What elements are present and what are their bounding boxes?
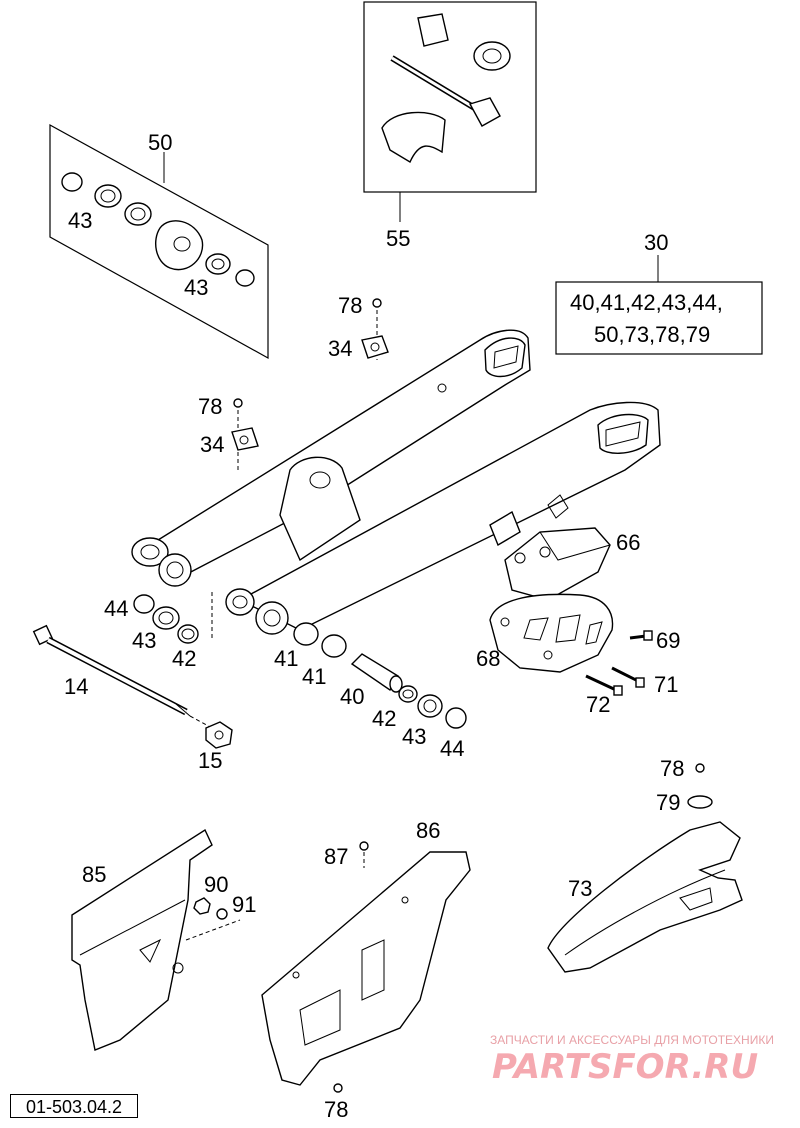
bolt-kit-parts xyxy=(381,13,511,164)
clamp-upper xyxy=(361,298,389,360)
screw-bottom xyxy=(333,1083,343,1093)
callout-43-kit-lower: 43 xyxy=(184,275,208,300)
callout-15: 15 xyxy=(198,748,222,773)
callout-72: 72 xyxy=(586,692,610,717)
chain-guard xyxy=(71,828,213,1051)
callout-14: 14 xyxy=(64,674,88,699)
screw-washer-73 xyxy=(687,763,713,809)
chain-slider xyxy=(547,821,743,973)
nut-washer-85 xyxy=(185,897,241,941)
callout-34-top: 34 xyxy=(328,336,352,361)
callout-87: 87 xyxy=(324,844,348,869)
axle-nut xyxy=(205,721,233,749)
watermark-brand: PARTSFOR.RU xyxy=(492,1047,758,1087)
callout-90: 90 xyxy=(204,872,228,897)
watermark-subtitle: ЗАПЧАСТИ И АКСЕССУАРЫ ДЛЯ МОТОТЕХНИКИ xyxy=(490,1033,774,1047)
callout-91: 91 xyxy=(232,892,256,917)
drawing-code: 01-503.04.2 xyxy=(10,1094,138,1118)
screw-87 xyxy=(359,841,369,868)
bolt-kit-box xyxy=(363,1,537,222)
callout-55: 55 xyxy=(386,226,410,251)
clamp-middle xyxy=(231,398,259,470)
swingarm-axle xyxy=(32,624,213,729)
watermark: ЗАПЧАСТИ И АКСЕССУАРЫ ДЛЯ МОТОТЕХНИКИ PA… xyxy=(490,1033,774,1087)
callout-68: 68 xyxy=(476,646,500,671)
needle-bearings xyxy=(293,622,347,658)
callout-34-mid: 34 xyxy=(200,432,224,457)
callout-44-left: 44 xyxy=(104,596,128,621)
bearing-kit-parts xyxy=(61,172,255,287)
chain-guide-plate xyxy=(489,593,614,673)
callout-41-b: 41 xyxy=(302,664,326,689)
callout-78-bottom: 78 xyxy=(324,1097,348,1122)
bearing-kit-panel xyxy=(49,123,269,360)
callout-69: 69 xyxy=(656,628,680,653)
callout-73: 73 xyxy=(568,876,592,901)
callout-78-right: 78 xyxy=(660,756,684,781)
callout-50: 50 xyxy=(148,130,172,155)
callout-41-a: 41 xyxy=(274,646,298,671)
callout-42-right: 42 xyxy=(372,706,396,731)
screws-71-72 xyxy=(585,666,645,696)
kit-30-list-line-2: 50,73,78,79 xyxy=(594,322,710,347)
kit-30 xyxy=(555,255,763,355)
callout-43-kit-upper: 43 xyxy=(68,208,92,233)
callout-78-top: 78 xyxy=(338,293,362,318)
callout-85: 85 xyxy=(82,862,106,887)
chain-guide-block xyxy=(504,527,611,601)
swingarm xyxy=(131,329,661,635)
bolt-69 xyxy=(629,630,653,641)
callout-43-left: 43 xyxy=(132,628,156,653)
right-bearing-stack xyxy=(350,653,467,729)
kit-30-list-line-1: 40,41,42,43,44, xyxy=(570,290,723,315)
callout-30: 30 xyxy=(644,230,668,255)
callout-79: 79 xyxy=(656,790,680,815)
callout-40: 40 xyxy=(340,684,364,709)
callout-86: 86 xyxy=(416,818,440,843)
callout-66: 66 xyxy=(616,530,640,555)
callout-71: 71 xyxy=(654,672,678,697)
callout-44-right: 44 xyxy=(440,736,464,761)
left-bearing-stack xyxy=(133,592,213,644)
callout-78-mid: 78 xyxy=(198,394,222,419)
callout-42-left: 42 xyxy=(172,646,196,671)
callout-43-right: 43 xyxy=(402,724,426,749)
rear-chain-guard xyxy=(261,851,471,1086)
